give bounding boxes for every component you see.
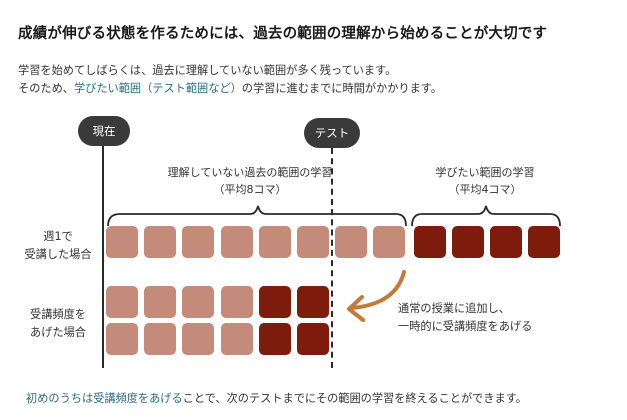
- intro-line2-suffix: の学習に進むまでに時間がかかります。: [241, 82, 443, 95]
- frequency-row-label-line1: 受講頻度を: [30, 308, 86, 321]
- past-lesson-block: [106, 226, 138, 258]
- page-title: 成績が伸びる状態を作るためには、過去の範囲の理解から始めることが大切です: [18, 26, 548, 42]
- intro-highlight: 学びたい範囲（テスト範囲など）: [73, 82, 242, 95]
- now-timeline: [102, 146, 104, 368]
- learn-lesson-block: [414, 226, 446, 258]
- move-forward-arrow: [350, 270, 406, 310]
- past-lesson-block: [335, 226, 367, 258]
- footer-text: 初めのうちは受講頻度をあげることで、次のテストまでにその範囲の学習を終えることが…: [26, 390, 527, 406]
- learn-lesson-block: [297, 286, 329, 318]
- learn-lesson-block: [297, 323, 329, 355]
- footer-rest: ことで、次のテストまでにその範囲の学習を終えることができます。: [182, 392, 527, 405]
- learn-lesson-block: [490, 226, 522, 258]
- past-lesson-block: [221, 226, 253, 258]
- weekly-row-label-line2: 受講した場合: [24, 248, 92, 261]
- learn-lesson-block: [452, 226, 484, 258]
- past-lesson-block: [182, 286, 214, 318]
- now-marker: 現在: [78, 116, 130, 146]
- past-range-brace: [107, 205, 407, 227]
- past-lesson-block: [259, 226, 291, 258]
- learn-range-brace: [411, 205, 561, 227]
- past-lesson-block: [106, 323, 138, 355]
- learn-range-average: （平均4コマ）: [448, 183, 522, 196]
- note-line1: 通常の授業に追加し、: [398, 302, 510, 315]
- past-lesson-block: [373, 226, 405, 258]
- past-range-caption: 理解していない過去の範囲の学習: [167, 166, 333, 179]
- learn-range-caption: 学びたい範囲の学習: [435, 166, 535, 179]
- past-lesson-block: [297, 226, 329, 258]
- note-line2: 一時的に受講頻度をあげる: [398, 320, 533, 333]
- intro-text-line2: そのため、学びたい範囲（テスト範囲など）の学習に進むまでに時間がかかります。: [18, 80, 442, 96]
- move-forward-arrowhead: [347, 295, 365, 322]
- learn-lesson-block: [528, 226, 560, 258]
- past-lesson-block: [144, 226, 176, 258]
- test-timeline: [331, 148, 333, 368]
- intro-line2-prefix: そのため、: [18, 82, 74, 95]
- past-lesson-block: [144, 323, 176, 355]
- past-range-average: （平均8コマ）: [213, 183, 287, 196]
- past-lesson-block: [182, 323, 214, 355]
- past-lesson-block: [106, 286, 138, 318]
- past-lesson-block: [221, 323, 253, 355]
- test-marker: テスト: [304, 118, 360, 148]
- past-lesson-block: [221, 286, 253, 318]
- learn-lesson-block: [259, 286, 291, 318]
- frequency-row-label-line2: あげた場合: [30, 326, 86, 339]
- past-lesson-block: [144, 286, 176, 318]
- past-lesson-block: [182, 226, 214, 258]
- intro-text-line1: 学習を始めてしばらくは、過去に理解していない範囲が多く残っています。: [18, 64, 397, 77]
- learn-lesson-block: [259, 323, 291, 355]
- footer-highlight: 初めのうちは受講頻度をあげる: [26, 392, 183, 405]
- weekly-row-label-line1: 週1で: [43, 230, 73, 243]
